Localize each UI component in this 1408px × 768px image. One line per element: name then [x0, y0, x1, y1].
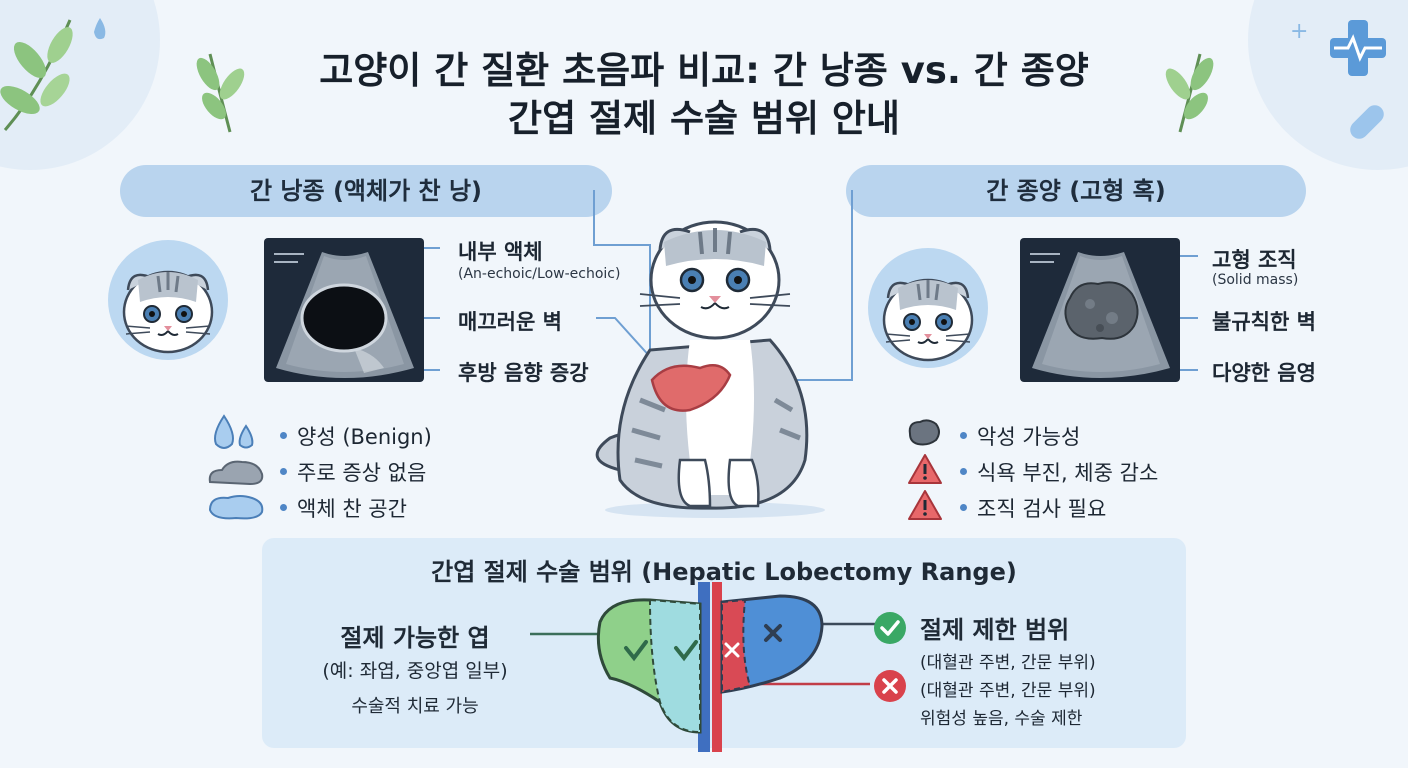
- cyst-label-fluid: 내부 액체: [458, 240, 543, 264]
- warning-icon: [908, 454, 942, 484]
- liver-lobectomy-diagram: [530, 582, 875, 752]
- fluid-pouch-icon: [208, 495, 264, 520]
- leaf-right-icon: [1165, 53, 1214, 133]
- resectable-lobe-title: 절제 가능한 엽: [340, 624, 490, 652]
- cross-circle-icon: [874, 670, 906, 702]
- cyst-label-posterior-enhancement: 후방 음향 증강: [458, 361, 589, 385]
- leaf-left-icon: [196, 53, 245, 133]
- high-risk-sub: (대혈관 주변, 간문 부위): [920, 681, 1096, 701]
- cyst-header: 간 낭종 (액체가 찬 낭): [120, 165, 612, 217]
- corner-decoration-left: [0, 0, 160, 170]
- restricted-range-title: 절제 제한 범위: [920, 616, 1070, 644]
- svg-text:+: +: [1290, 19, 1308, 44]
- restricted-range-sub: (대혈관 주변, 간문 부위): [920, 653, 1096, 673]
- resectable-lobe-note: 수술적 치료 가능: [351, 696, 479, 717]
- tumor-blob-icon: [908, 419, 940, 446]
- tumor-label-irregular-wall: 불규칙한 벽: [1212, 310, 1316, 334]
- cat-portrait-tumor: [868, 248, 988, 368]
- tumor-bullet-3: 조직 검사 필요: [960, 493, 1106, 523]
- tumor-label-solid: 고형 조직: [1212, 248, 1297, 272]
- surgery-title: 간엽 절제 수술 범위 (Hepatic Lobectomy Range): [431, 558, 1017, 586]
- tumor-label-variable-echo: 다양한 음영: [1212, 361, 1316, 385]
- cyst-label-smooth-wall: 매끄러운 벽: [458, 310, 562, 334]
- mass-blob-gray-icon: [208, 460, 264, 486]
- cat-illustration: [595, 220, 825, 518]
- cat-portrait-cyst: [108, 240, 228, 360]
- ultrasound-tumor-image: [1020, 238, 1180, 382]
- page-title-line1: 고양이 간 질환 초음파 비교: 간 낭종 vs. 간 종양: [319, 49, 1089, 92]
- tumor-label-solid-sub: (Solid mass): [1212, 272, 1299, 288]
- water-drops-icon: [214, 414, 254, 449]
- cyst-bullet-1: 양성 (Benign): [280, 421, 432, 451]
- check-circle-icon: [874, 612, 906, 644]
- page-title-line2: 간엽 절제 수술 범위 안내: [508, 97, 900, 140]
- corner-decoration-right: +: [1248, 0, 1408, 170]
- resectable-lobe-sub: (예: 좌엽, 중앙엽 일부): [322, 660, 508, 682]
- tumor-bullet-1: 악성 가능성: [960, 421, 1080, 451]
- tumor-bullet-2: 식욕 부진, 체중 감소: [960, 457, 1158, 487]
- high-risk-note: 위험성 높음, 수술 제한: [920, 709, 1083, 729]
- cyst-bullet-2: 주로 증상 없음: [280, 457, 426, 487]
- tumor-header: 간 종양 (고형 혹): [846, 165, 1306, 217]
- cyst-bullet-3: 액체 찬 공간: [280, 493, 407, 523]
- warning-icon: [908, 490, 942, 520]
- ultrasound-cyst-image: [264, 238, 424, 382]
- cyst-label-fluid-sub: (An-echoic/Low-echoic): [458, 266, 621, 282]
